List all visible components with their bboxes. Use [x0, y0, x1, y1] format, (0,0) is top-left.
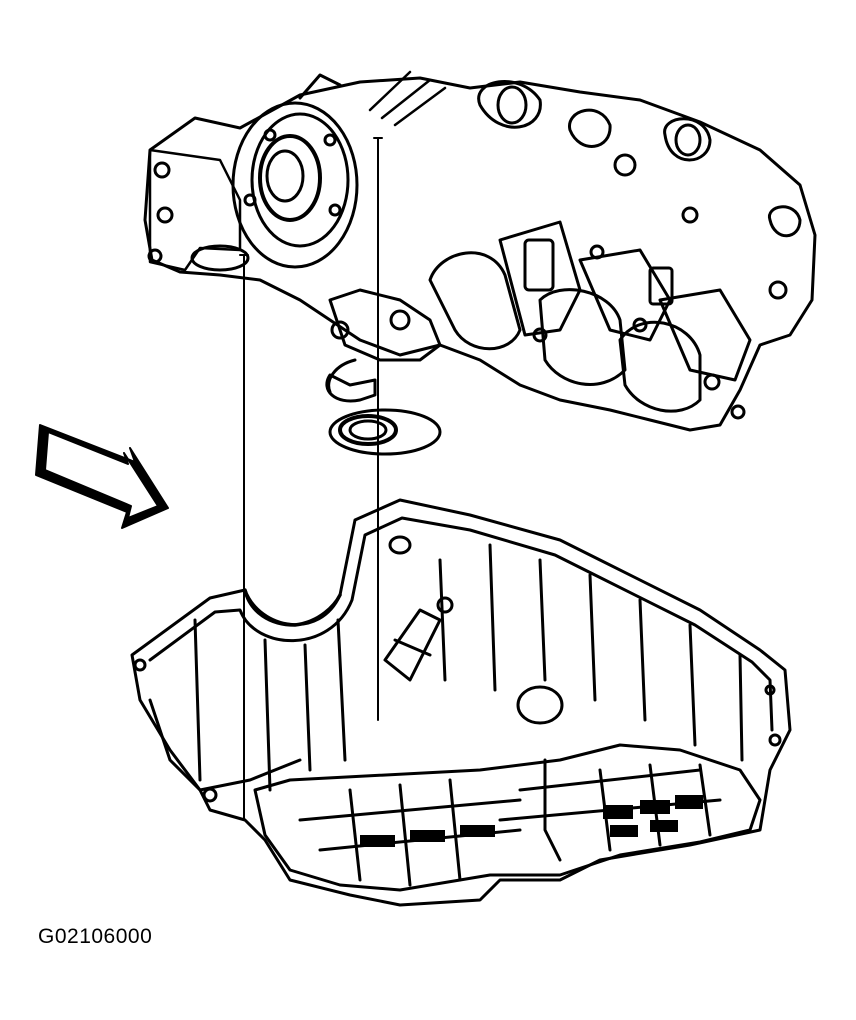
figure-code: G02106000 [38, 925, 153, 948]
oil-pan [130, 498, 792, 907]
oil-pump-pickup [325, 288, 442, 456]
alignment-lines [239, 137, 383, 821]
crankshaft-assembly [428, 220, 752, 420]
engine-block [143, 70, 817, 456]
direction-arrow-icon [35, 424, 169, 529]
crankshaft-pulley [231, 101, 359, 269]
block-bosses [477, 80, 802, 300]
